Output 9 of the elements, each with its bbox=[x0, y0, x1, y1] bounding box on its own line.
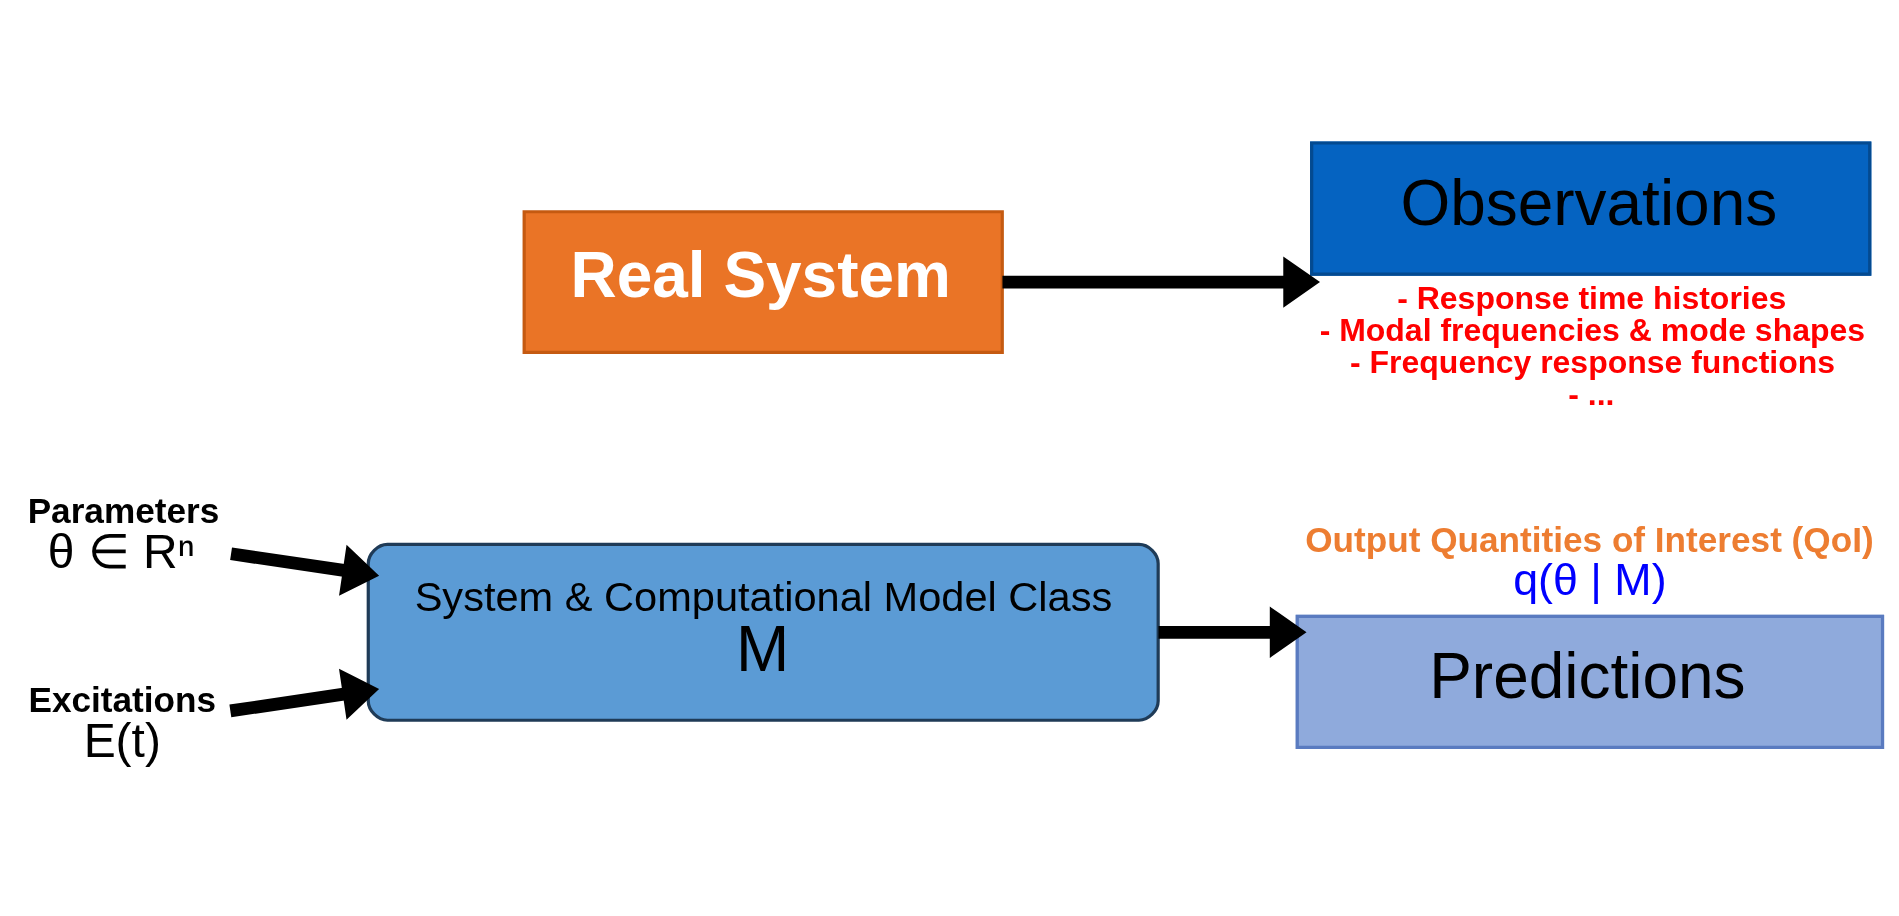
arrow bbox=[1158, 606, 1307, 658]
node-text: Excitations E(t) bbox=[28, 679, 217, 768]
arrow bbox=[1002, 256, 1320, 308]
arrow bbox=[229, 668, 380, 720]
node-box: System & Computational Model Class M bbox=[366, 542, 1160, 722]
node-label: - Response time histories bbox=[1397, 280, 1787, 317]
arrow bbox=[230, 544, 380, 596]
node-box: Real System bbox=[522, 210, 1004, 355]
node-text: Parameters θ ∈ Rⁿ bbox=[27, 490, 220, 579]
